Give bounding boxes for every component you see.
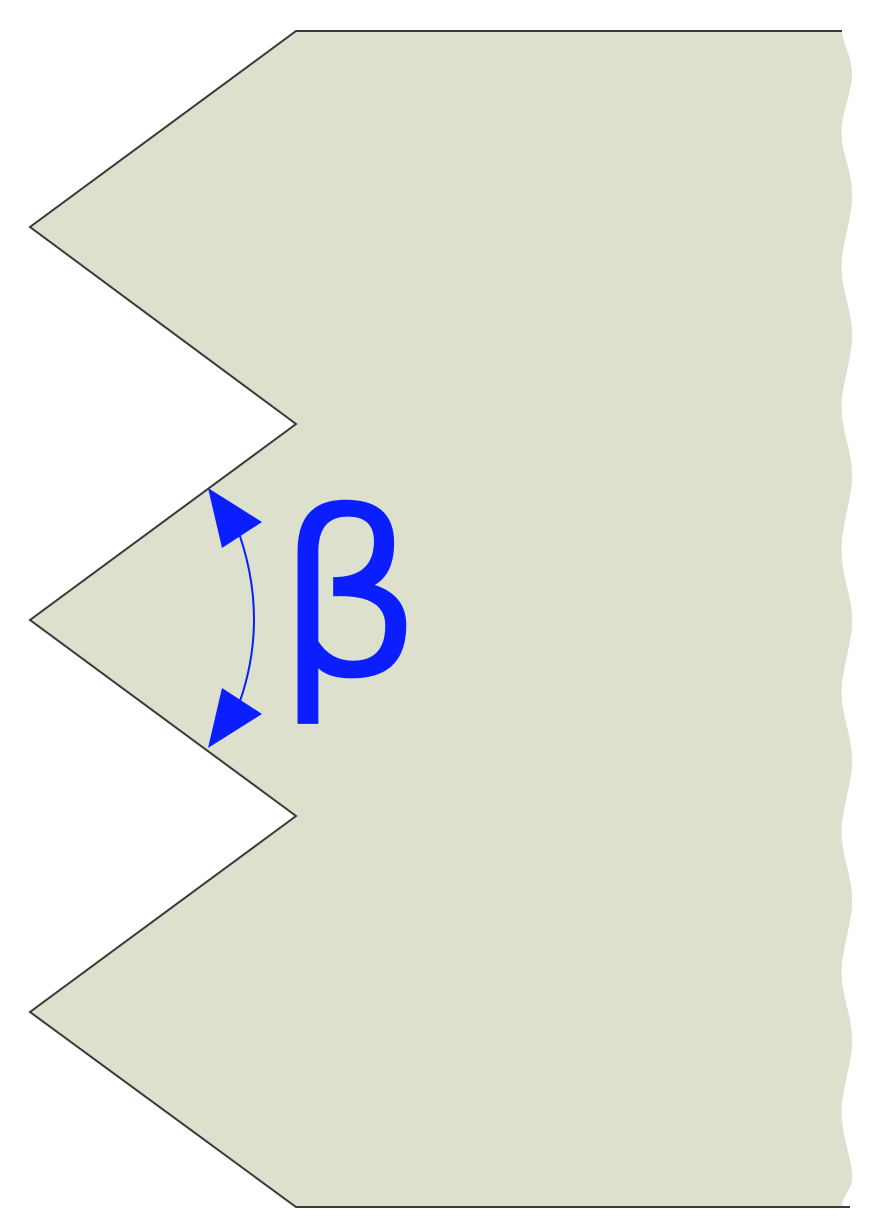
arrowhead-down-icon (208, 688, 262, 748)
material-body (30, 31, 853, 1207)
angle-label: β (276, 464, 423, 731)
arrowhead-up-icon (208, 488, 262, 548)
thread-profile-outline (28, 30, 850, 1208)
angle-arc (235, 524, 255, 713)
